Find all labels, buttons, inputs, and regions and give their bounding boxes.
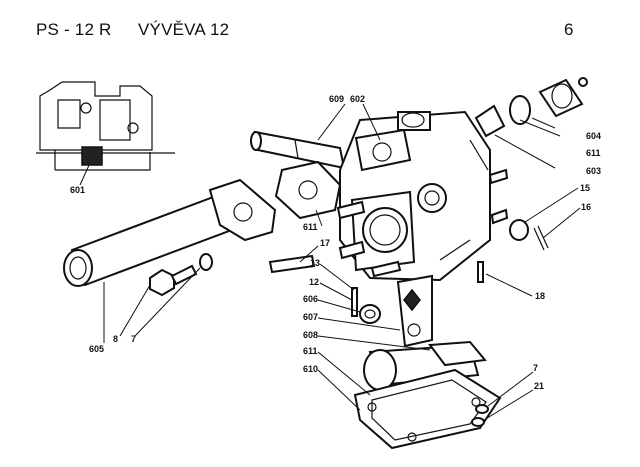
shaft-609: [250, 130, 346, 170]
callout-21: 21: [534, 381, 544, 391]
washer-7-lower: [475, 404, 489, 414]
lever-607: [396, 274, 433, 348]
washer-7: [199, 253, 213, 271]
fitting-604: [538, 77, 588, 118]
callout-606: 606: [303, 294, 318, 304]
callout-labels: 601 602 609 604 611 603 15 16 611 17 13 …: [70, 94, 601, 391]
callout-611-right: 611: [586, 148, 601, 158]
nut-21: [471, 417, 485, 427]
callout-611-left: 611: [303, 222, 318, 232]
callout-7-lower: 7: [533, 363, 538, 373]
callout-8: 8: [113, 334, 118, 344]
page-number: 6: [564, 20, 574, 39]
callout-12: 12: [309, 277, 319, 287]
bolt-8: [149, 264, 198, 297]
callout-13: 13: [310, 258, 320, 268]
callout-603: 603: [586, 166, 601, 176]
base-plate-610: [353, 368, 502, 450]
ring-15: [509, 219, 529, 241]
pin-16: [533, 227, 545, 251]
flange-602: [354, 128, 412, 172]
gasket-611-left: [274, 160, 342, 220]
tube-605: [63, 178, 277, 343]
callout-16: 16: [581, 202, 591, 212]
screw-18: [477, 261, 484, 283]
callout-608: 608: [303, 330, 318, 340]
callout-607: 607: [303, 312, 318, 322]
callout-601: 601: [70, 185, 85, 195]
callout-17: 17: [320, 238, 330, 248]
gasket-611-right: [509, 95, 531, 125]
callout-18: 18: [535, 291, 545, 301]
washer-606: [359, 304, 381, 324]
callout-610: 610: [303, 364, 318, 374]
inset-overview: [36, 81, 175, 186]
callout-602: 602: [350, 94, 365, 104]
callout-604: 604: [586, 131, 601, 141]
callout-609: 609: [329, 94, 344, 104]
page-title: VÝVĚVA 12: [138, 20, 230, 39]
callout-7-upper: 7: [131, 334, 136, 344]
model-designation: PS - 12 R: [36, 20, 112, 39]
callout-15: 15: [580, 183, 590, 193]
callout-611-bottom: 611: [303, 346, 318, 356]
pin-13: [351, 287, 358, 317]
leader-lines: [119, 103, 581, 421]
fitting-603: [474, 104, 506, 138]
highlighted-part-601: [81, 146, 103, 166]
pump-body: [339, 110, 491, 282]
callout-605: 605: [89, 344, 104, 354]
